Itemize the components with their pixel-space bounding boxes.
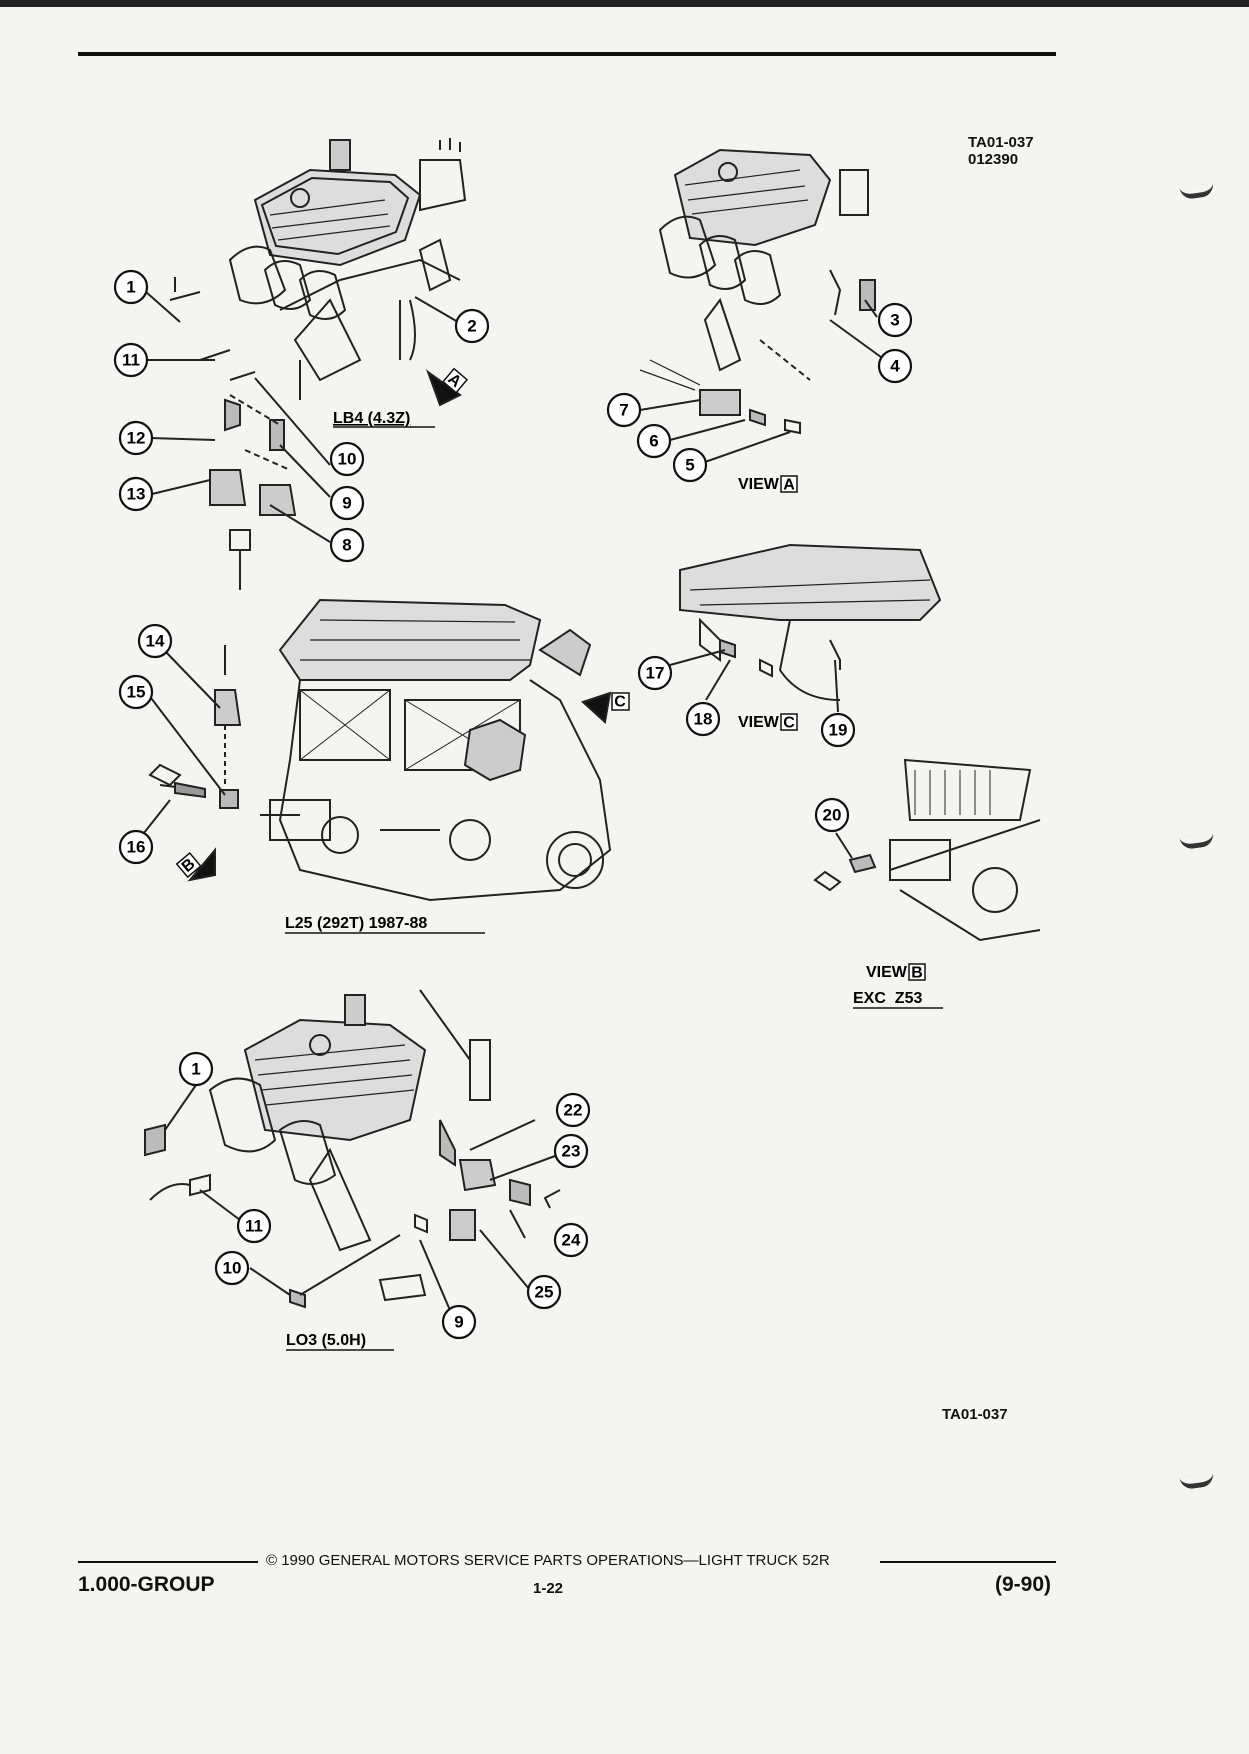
arrow-c-label: C: [611, 692, 630, 711]
view-a-box-letter: A: [783, 477, 795, 494]
callout-12: 12: [118, 420, 154, 456]
header-rule: [78, 52, 1056, 56]
svg-text:24: 24: [562, 1231, 581, 1250]
figure-ref-date: 012390: [968, 151, 1019, 168]
lo3-engine-drawing: [144, 989, 561, 1309]
callout-15: 15: [118, 674, 154, 710]
callout-5: 5: [672, 447, 708, 483]
svg-text:16: 16: [127, 838, 146, 857]
footer-group: 1.000-GROUP: [78, 1573, 215, 1596]
svg-text:13: 13: [127, 485, 146, 504]
lb4-engine-drawing: [169, 138, 467, 590]
svg-text:25: 25: [535, 1283, 554, 1302]
callout-3: 3: [877, 302, 913, 338]
l25-engine-drawing: [260, 598, 612, 902]
view-c-box-letter: C: [783, 715, 795, 732]
callout-7: 7: [606, 392, 642, 428]
svg-text:20: 20: [823, 806, 842, 825]
footer-rule-left: [78, 1561, 258, 1563]
callout-11: 11: [113, 342, 149, 378]
callout-20: 20: [814, 797, 850, 833]
callout-18: 18: [685, 701, 721, 737]
svg-text:11: 11: [122, 351, 140, 370]
callout-17: 17: [637, 655, 673, 691]
l25-label: L25 (292T) 1987-88: [285, 915, 427, 932]
footer-copyright: © 1990 GENERAL MOTORS SERVICE PARTS OPER…: [266, 1552, 830, 1569]
svg-text:2: 2: [467, 317, 476, 336]
view-c-label: VIEW: [738, 714, 780, 731]
svg-text:14: 14: [146, 632, 165, 651]
svg-text:8: 8: [342, 536, 351, 555]
svg-text:10: 10: [223, 1259, 242, 1278]
callout-22: 22: [555, 1092, 591, 1128]
svg-text:9: 9: [454, 1313, 463, 1332]
callout-13: 13: [118, 476, 154, 512]
svg-text:7: 7: [619, 401, 628, 420]
callout-9b: 9: [441, 1304, 477, 1340]
svg-text:10: 10: [338, 450, 357, 469]
view-b-label: VIEW: [866, 964, 908, 981]
svg-text:15: 15: [127, 683, 146, 702]
callout-19: 19: [820, 712, 856, 748]
footer-page-number: 1-22: [533, 1580, 564, 1597]
callout-16: 16: [118, 829, 154, 865]
figure-ref-code: TA01-037: [968, 134, 1034, 151]
callout-10: 10: [329, 441, 365, 477]
svg-text:3: 3: [890, 311, 899, 330]
callout-6: 6: [636, 423, 672, 459]
svg-text:12: 12: [127, 429, 146, 448]
footer-date: (9-90): [995, 1573, 1052, 1596]
footer-rule-right: [880, 1561, 1056, 1563]
callout-8: 8: [329, 527, 365, 563]
svg-text:17: 17: [646, 664, 665, 683]
callout-25: 25: [526, 1274, 562, 1310]
view-a-drawing: [639, 148, 876, 435]
lb4-label: LB4 (4.3Z): [333, 410, 410, 427]
svg-text:4: 4: [890, 357, 900, 376]
view-c-drawing: [679, 543, 942, 701]
svg-text:11: 11: [245, 1217, 263, 1236]
callout-14: 14: [137, 623, 173, 659]
lo3-callouts: 1 22 23 11 24 10 25 9: [178, 1051, 591, 1340]
svg-text:9: 9: [342, 494, 351, 513]
callout-24: 24: [553, 1222, 589, 1258]
view-a-label: VIEW: [738, 476, 780, 493]
svg-text:23: 23: [562, 1142, 581, 1161]
callout-1b: 1: [178, 1051, 214, 1087]
top-edge-bar: [0, 0, 1249, 7]
view-b-box-letter: B: [911, 965, 923, 982]
view-b-callouts: 20: [814, 797, 850, 833]
view-b-drawing: [813, 758, 1041, 942]
svg-text:C: C: [614, 694, 626, 711]
svg-text:22: 22: [564, 1101, 583, 1120]
callout-10b: 10: [214, 1250, 250, 1286]
arrow-b-label: B: [175, 852, 202, 879]
arrow-a-label: A: [442, 367, 469, 394]
view-c-callouts: 17 18 19: [637, 655, 856, 748]
lo3-label: LO3 (5.0H): [286, 1332, 366, 1349]
l25-callouts: 14 15 16: [118, 623, 173, 865]
callout-11b: 11: [236, 1208, 272, 1244]
callout-1: 1: [113, 269, 149, 305]
bottom-ref-code: TA01-037: [942, 1406, 1008, 1423]
svg-text:6: 6: [649, 432, 658, 451]
svg-text:1: 1: [126, 278, 135, 297]
view-b-sublabel: EXC Z53: [853, 990, 922, 1007]
callout-4: 4: [877, 348, 913, 384]
svg-text:19: 19: [829, 721, 848, 740]
callout-9: 9: [329, 485, 365, 521]
callout-2: 2: [454, 308, 490, 344]
svg-text:18: 18: [694, 710, 713, 729]
callout-23: 23: [553, 1133, 589, 1169]
svg-text:5: 5: [685, 456, 694, 475]
svg-text:1: 1: [191, 1060, 200, 1079]
view-a-callouts: 3 4 7 6 5: [606, 302, 913, 483]
lb4-callouts: 1 2 11 12 13 10 9 8: [113, 269, 490, 563]
